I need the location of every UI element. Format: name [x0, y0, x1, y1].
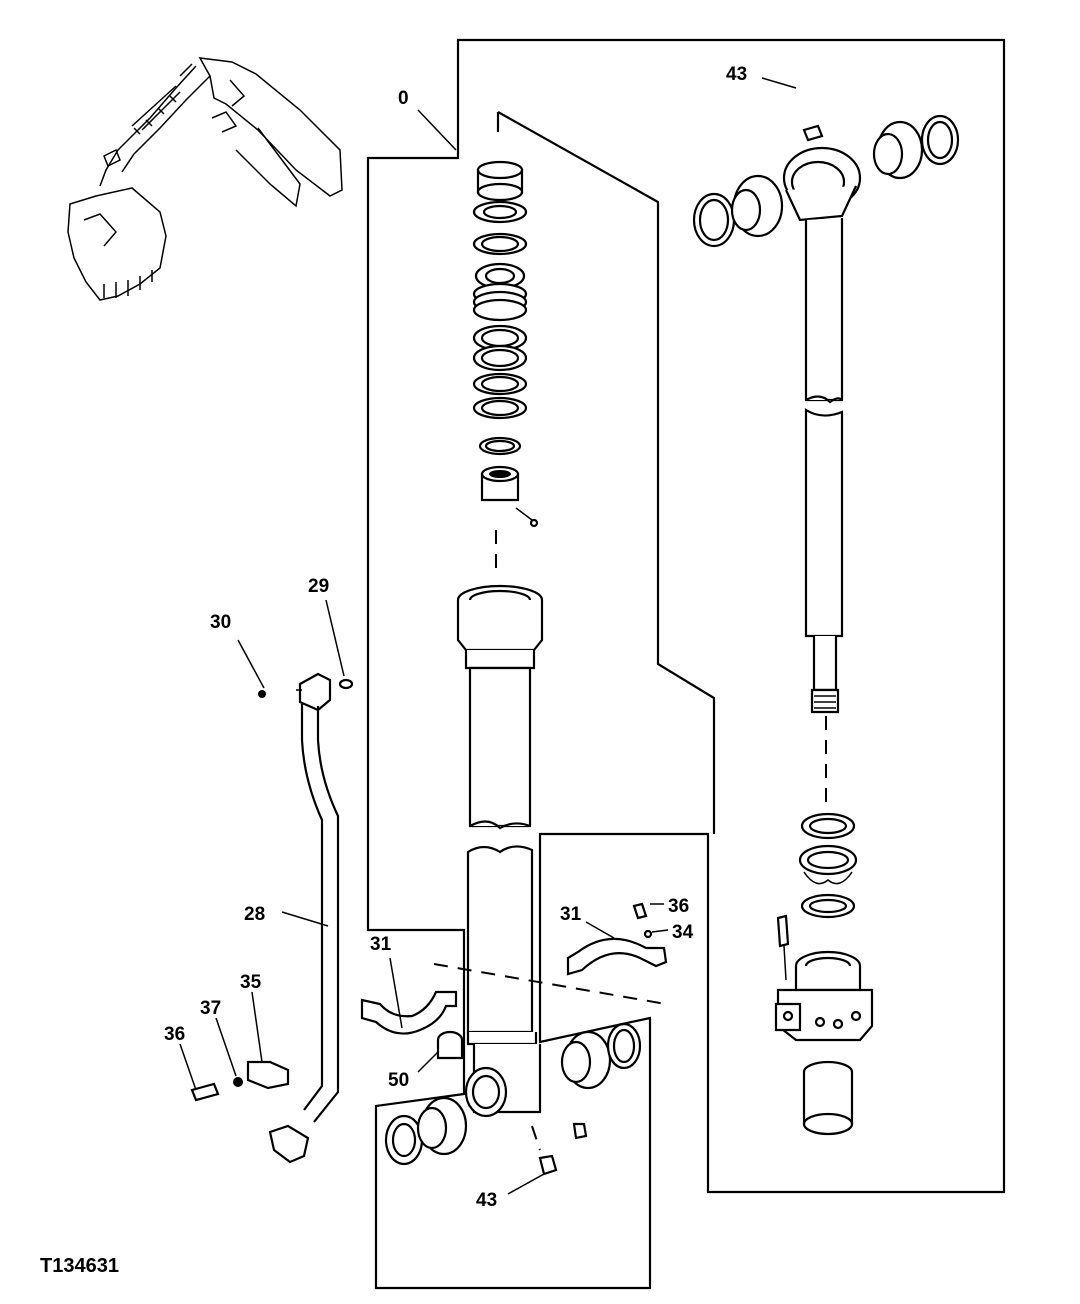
hydraulic-line: [258, 672, 354, 1164]
callout-43-bottom: 43: [476, 1190, 497, 1211]
piston-rod: [692, 114, 960, 806]
callout-30: 30: [210, 612, 231, 633]
callout-36-right: 36: [668, 896, 689, 917]
callout-29: 29: [308, 576, 329, 597]
callout-37: 37: [200, 998, 221, 1019]
callout-43-top: 43: [726, 64, 747, 85]
group-boundary-lines: [366, 38, 1006, 1290]
callout-36-left: 36: [164, 1024, 185, 1045]
callout-31-right: 31: [560, 904, 582, 925]
rod-head-assembly: [774, 812, 874, 1136]
leader-lines: [179, 77, 797, 1195]
callout-35: 35: [240, 972, 262, 993]
cylinder-barrel: [456, 584, 544, 1118]
callout-labels: 0 43 29 30 28 31 31 36 34 35 37 36 50 43: [164, 64, 747, 1211]
callout-0: 0: [398, 88, 409, 109]
callout-34: 34: [672, 922, 694, 943]
figure-id: T134631: [40, 1255, 119, 1277]
callout-31-left: 31: [370, 934, 392, 955]
callout-50: 50: [388, 1070, 409, 1091]
cap-end-bushings: [384, 1022, 642, 1176]
excavator-arm-thumbnail: [67, 57, 343, 301]
clamps: [190, 902, 668, 1102]
rod-seal-stack: [472, 160, 539, 570]
callout-28: 28: [244, 904, 265, 925]
